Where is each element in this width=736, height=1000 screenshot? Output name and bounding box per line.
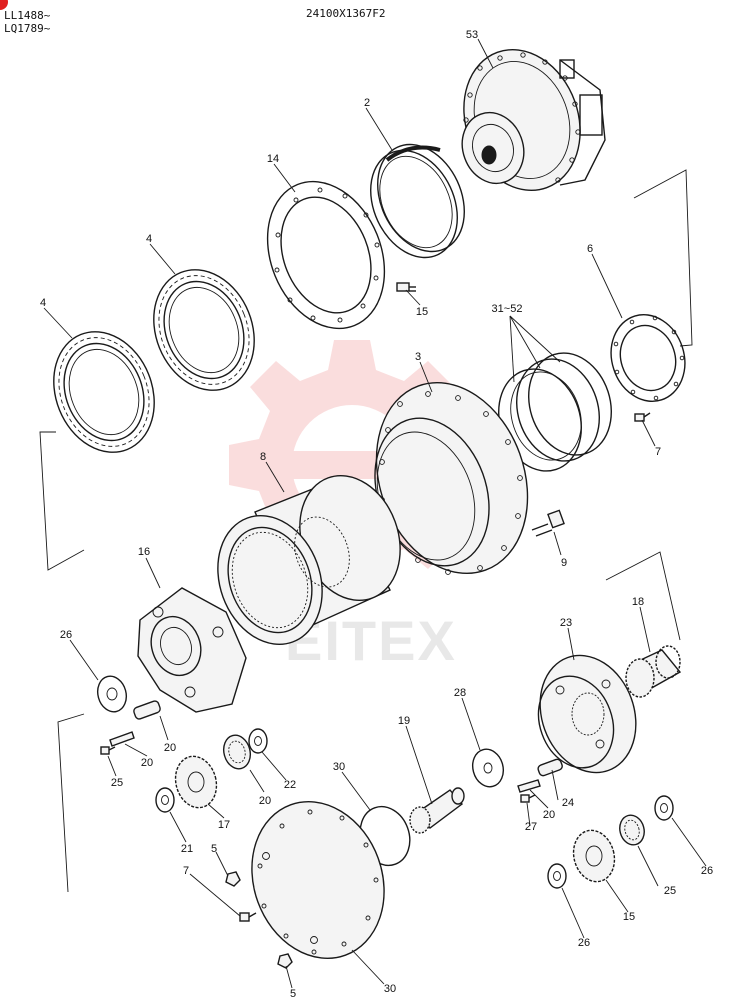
callout-27: 27 xyxy=(525,821,537,833)
callout-12: 16 xyxy=(138,546,150,558)
part-10-flange-ring xyxy=(266,180,386,330)
assembly-bracket-lines xyxy=(39,169,693,893)
callout-14: 18 xyxy=(632,596,644,608)
callout-15: 15 xyxy=(623,911,635,923)
callout-7-upper: 7 xyxy=(655,446,661,458)
part-9-bolt xyxy=(531,509,565,537)
part-20-lock-plate-right xyxy=(517,779,541,793)
callout-23: 23 xyxy=(560,617,572,629)
callout-5-lower: 5 xyxy=(290,988,296,1000)
part-6-flange xyxy=(610,314,686,402)
part-12-planet-carrier xyxy=(137,587,247,713)
callout-5-upper: 5 xyxy=(211,843,217,855)
callout-8: 8 xyxy=(260,451,266,463)
callout-20-left: 20 xyxy=(141,757,153,769)
callout-19-left: 21 xyxy=(181,843,193,855)
callout-11: 15 xyxy=(416,306,428,318)
part-5-plug-lower xyxy=(277,953,293,969)
callout-20-right: 20 xyxy=(543,809,555,821)
corner-badge xyxy=(0,0,8,10)
serial-range-2: LQ1789~ xyxy=(4,22,51,35)
part-16-sun-shaft xyxy=(409,787,465,834)
callout-18: 20 xyxy=(259,795,271,807)
callout-25: 25 xyxy=(664,885,676,897)
part-19-washer-left xyxy=(155,787,175,813)
part-53-hub-housing xyxy=(461,48,606,192)
callout-leader-lines xyxy=(43,38,707,989)
part-18-needle-bearing xyxy=(222,734,252,770)
part-3-housing-ring xyxy=(374,381,529,575)
callout-24: 24 xyxy=(562,797,574,809)
part-20-lock-plate-left xyxy=(109,731,135,747)
part-22-washer xyxy=(96,675,128,713)
callout-2: 2 xyxy=(364,97,370,109)
drawing-code: 24100X1367F2 xyxy=(306,7,385,20)
serial-range-1: LL1488~ xyxy=(4,9,51,22)
part-11-bolt xyxy=(396,282,416,292)
part-17-pin xyxy=(133,700,161,720)
part-30-cover xyxy=(251,801,385,959)
part-25-needle-bearing xyxy=(619,814,645,846)
part-2-seal-ring xyxy=(370,143,465,259)
callout-labels: 53 2 14 4 4 6 15 31~52 3 7 8 9 16 18 23 … xyxy=(40,29,713,1000)
callout-17: 20 xyxy=(164,742,176,754)
part-5-plug-upper xyxy=(225,871,241,887)
callout-30: 30 xyxy=(384,983,396,995)
callout-29: 30 xyxy=(333,761,345,773)
part-21-bolt xyxy=(100,746,116,755)
part-28-washer xyxy=(471,748,505,788)
callout-3: 3 xyxy=(415,351,421,363)
callout-26-left: 26 xyxy=(578,937,590,949)
part-4-bearing-upper xyxy=(153,269,255,391)
part-8-ring-gear xyxy=(217,474,401,646)
part-4-bearing-lower xyxy=(53,331,155,453)
part-27-bolt xyxy=(520,794,536,803)
part-23-planet-carrier xyxy=(537,654,637,774)
callout-13: 17 xyxy=(218,819,230,831)
callout-10: 14 xyxy=(267,153,279,165)
part-26-washer-left xyxy=(547,863,567,889)
callout-6: 6 xyxy=(587,243,593,255)
part-19-washer-right xyxy=(248,728,268,754)
callout-4-upper: 4 xyxy=(146,233,152,245)
callout-9: 9 xyxy=(561,557,567,569)
callout-26-right: 26 xyxy=(701,865,713,877)
callout-31-52: 31~52 xyxy=(492,303,523,315)
callout-53: 53 xyxy=(466,29,478,41)
part-26-washer-right xyxy=(654,795,674,821)
callout-22: 26 xyxy=(60,629,72,641)
part-7-bolt-upper xyxy=(634,412,651,422)
part-24-pin xyxy=(537,758,563,777)
part-14-sun-gear xyxy=(625,645,682,698)
callout-7-lower: 7 xyxy=(183,865,189,877)
callout-4-lower: 4 xyxy=(40,297,46,309)
callout-21: 25 xyxy=(111,777,123,789)
part-15-planet-gear xyxy=(572,829,616,883)
callout-16: 19 xyxy=(398,715,410,727)
part-7-bolt-lower xyxy=(239,912,257,922)
callout-28: 28 xyxy=(454,687,466,699)
callout-19-right: 22 xyxy=(284,779,296,791)
part-13-planet-gear xyxy=(174,755,218,809)
